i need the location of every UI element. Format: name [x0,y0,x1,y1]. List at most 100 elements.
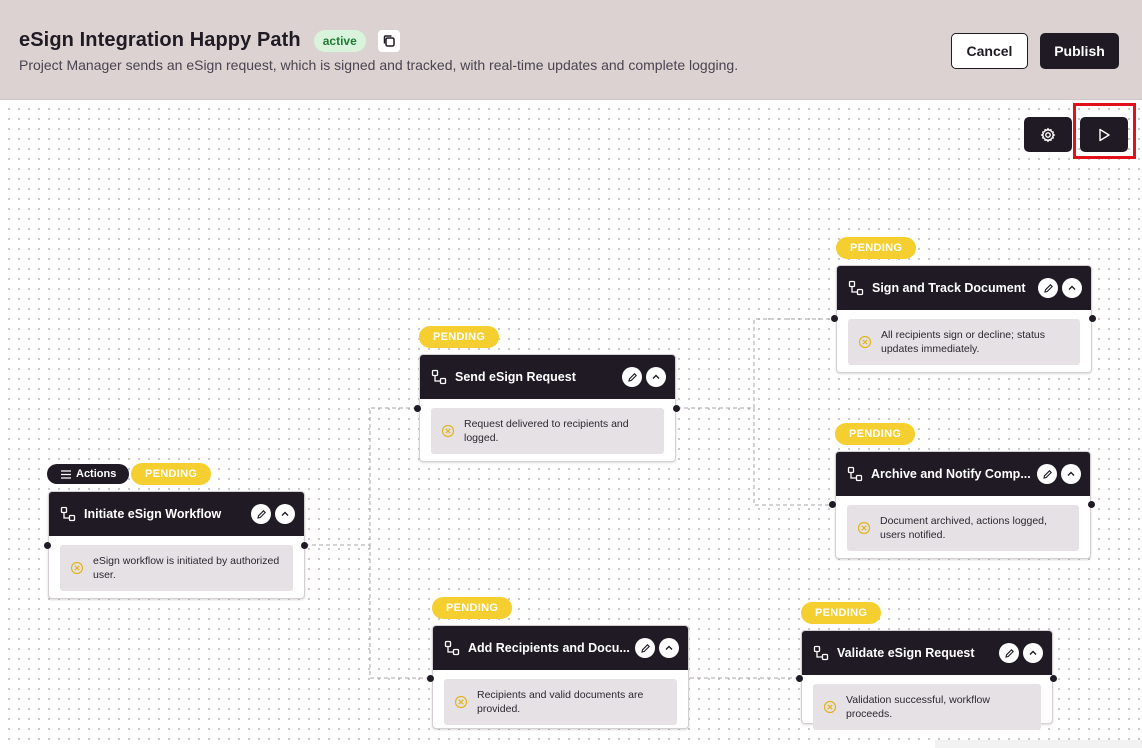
page-subtitle: Project Manager sends an eSign request, … [19,57,739,73]
chevron-up-icon [1029,650,1037,655]
edit-button[interactable] [999,643,1019,663]
copy-button[interactable] [377,29,400,52]
input-port[interactable] [796,675,803,682]
input-port[interactable] [427,675,434,682]
collapse-button[interactable] [1061,464,1081,484]
status-badge-archive: PENDING [835,423,916,445]
pencil-icon [256,509,266,519]
node-description: Validation successful, workflow proceeds… [813,684,1041,730]
status-badge-sign-track: PENDING [836,237,917,259]
node-title: Send eSign Request [455,370,576,384]
node-description-text: Document archived, actions logged, users… [880,515,1047,541]
workflow-step-icon [444,640,460,656]
copy-icon [383,34,395,47]
node-title: Sign and Track Document [872,281,1026,295]
pencil-icon [640,643,650,653]
node-send[interactable]: Send eSign Request Request delivered to … [419,354,676,462]
output-port[interactable] [673,405,680,412]
gear-icon [1040,127,1056,142]
node-header: Sign and Track Document [837,266,1091,310]
close-circle-icon [857,521,871,535]
node-title: Validate eSign Request [837,646,975,660]
node-title: Initiate eSign Workflow [84,507,222,521]
status-badge-validate: PENDING [801,602,882,624]
run-button-highlight [1073,103,1136,159]
output-port[interactable] [1089,315,1096,322]
node-title: Add Recipients and Docu... [468,641,630,655]
close-circle-icon [454,695,468,709]
input-port[interactable] [44,542,51,549]
pencil-icon [1004,648,1014,658]
status-badge-initiate: PENDING [131,463,212,485]
output-port[interactable] [1050,675,1057,682]
actions-label: Actions [76,468,117,480]
edit-button[interactable] [1038,278,1058,298]
node-actions [635,638,679,658]
input-port[interactable] [829,501,836,508]
edit-button[interactable] [635,638,655,658]
publish-button[interactable]: Publish [1040,33,1119,69]
workflow-step-icon [847,466,863,482]
node-description: Request delivered to recipients and logg… [431,408,664,454]
node-header: Archive and Notify Comp... [836,452,1090,496]
collapse-button[interactable] [1062,278,1082,298]
collapse-button[interactable] [1023,643,1043,663]
node-archive[interactable]: Archive and Notify Comp... Document arch… [835,451,1091,559]
close-circle-icon [858,335,872,349]
edit-button[interactable] [622,367,642,387]
collapse-button[interactable] [659,638,679,658]
close-circle-icon [823,700,837,714]
chevron-up-icon [281,511,289,516]
node-description: Recipients and valid documents are provi… [444,679,677,725]
close-circle-icon [70,561,84,575]
list-icon [61,469,71,479]
node-description-text: Request delivered to recipients and logg… [464,418,629,444]
node-description: Document archived, actions logged, users… [847,505,1079,551]
chevron-up-icon [1067,471,1075,476]
pencil-icon [1042,469,1052,479]
collapse-button[interactable] [275,504,295,524]
play-icon [1099,128,1110,141]
workflow-step-icon [813,645,829,661]
status-badge: active [313,29,366,52]
node-header: Add Recipients and Docu... [433,626,688,670]
cancel-button[interactable]: Cancel [951,33,1028,69]
node-header: Initiate eSign Workflow [49,492,304,536]
settings-button[interactable] [1024,117,1072,152]
workflow-step-icon [848,280,864,296]
node-description-text: Validation successful, workflow proceeds… [846,694,990,720]
node-description: eSign workflow is initiated by authorize… [60,545,293,591]
title-row: eSign Integration Happy Path active [19,29,400,52]
input-port[interactable] [414,405,421,412]
pencil-icon [627,372,637,382]
output-port[interactable] [301,542,308,549]
page-header: eSign Integration Happy Path active Proj… [0,0,1142,100]
node-actions [999,643,1043,663]
node-sign-track[interactable]: Sign and Track Document All recipients s… [836,265,1092,373]
chevron-up-icon [652,374,660,379]
workflow-step-icon [431,369,447,385]
actions-menu-button[interactable]: Actions [47,464,130,484]
pencil-icon [1043,283,1053,293]
node-add-recipients[interactable]: Add Recipients and Docu... Recipients an… [432,625,689,729]
node-title: Archive and Notify Comp... [871,467,1031,481]
node-header: Validate eSign Request [802,631,1052,675]
node-description: All recipients sign or decline; status u… [848,319,1080,365]
node-actions [622,367,666,387]
collapse-button[interactable] [646,367,666,387]
run-button[interactable] [1080,117,1128,152]
close-circle-icon [441,424,455,438]
status-badge-add-recipients: PENDING [432,597,513,619]
node-actions [1037,464,1081,484]
node-actions [1038,278,1082,298]
input-port[interactable] [831,315,838,322]
node-initiate[interactable]: Initiate eSign Workflow eSign workflow i… [48,491,305,599]
node-validate[interactable]: Validate eSign Request Validation succes… [801,630,1053,730]
node-actions [251,504,295,524]
edit-button[interactable] [251,504,271,524]
output-port[interactable] [1088,501,1095,508]
chevron-up-icon [665,645,673,650]
node-description-text: All recipients sign or decline; status u… [881,329,1045,355]
workflow-step-icon [60,506,76,522]
edit-button[interactable] [1037,464,1057,484]
